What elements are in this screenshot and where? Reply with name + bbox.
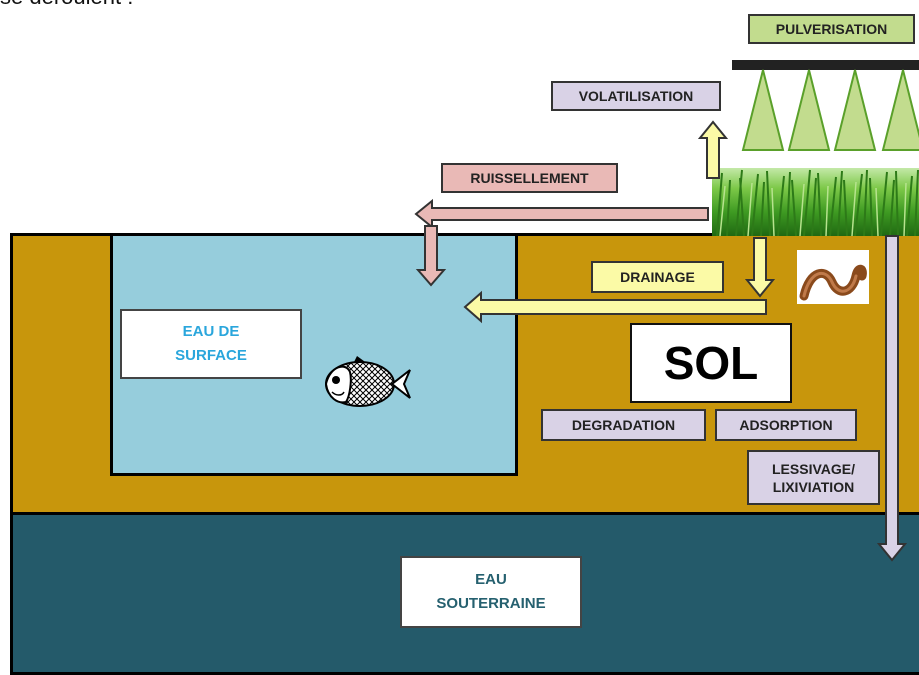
volatilisation-arrow <box>697 120 729 179</box>
volatilisation-label: VOLATILISATION <box>551 81 721 111</box>
ruissellement-label: RUISSELLEMENT <box>441 163 618 193</box>
sprayer-boom-icon <box>732 60 919 151</box>
lessivage-arrow <box>876 235 908 562</box>
adsorption-label: ADSORPTION <box>715 409 857 441</box>
intro-text: se déroulent : <box>0 0 133 10</box>
eau-surface-line1: EAU DE <box>182 323 240 340</box>
sol-box: SOL <box>630 323 792 403</box>
drainage-label: DRAINAGE <box>591 261 724 293</box>
earthworm-icon <box>797 250 869 304</box>
ruissellement-arrow <box>414 198 709 230</box>
eau-de-surface-box: EAU DE SURFACE <box>120 309 302 379</box>
pulverisation-label: PULVERISATION <box>748 14 915 44</box>
lessivage-label-line1: LESSIVAGE/ <box>772 460 855 477</box>
drainage-down-arrow <box>744 237 776 298</box>
eau-souterraine-box: EAU SOUTERRAINE <box>400 556 582 628</box>
eau-souterraine-line1: EAU <box>475 571 507 588</box>
runoff-down-arrow <box>415 225 447 287</box>
eau-surface-line2: SURFACE <box>175 347 247 364</box>
drainage-arrow <box>463 290 767 324</box>
fish-icon <box>324 356 411 407</box>
grass-icon <box>712 168 919 236</box>
lessivage-label: LESSIVAGE/ LIXIVIATION <box>747 450 880 505</box>
degradation-label: DEGRADATION <box>541 409 706 441</box>
eau-souterraine-line2: SOUTERRAINE <box>436 595 546 612</box>
lessivage-label-line2: LIXIVIATION <box>772 478 855 495</box>
